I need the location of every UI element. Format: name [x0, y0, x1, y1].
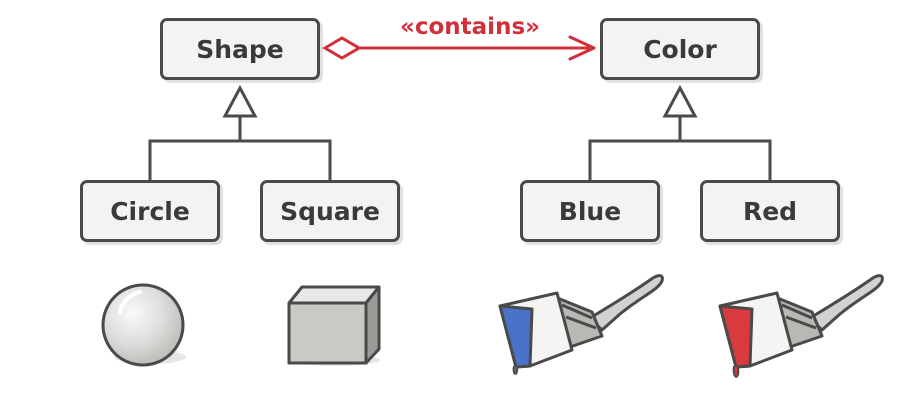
class-box-square: Square [260, 180, 400, 242]
class-box-shape: Shape [160, 18, 320, 80]
color-inheritance-connector [590, 88, 770, 180]
contains-association-arrow [325, 37, 594, 59]
class-box-blue: Blue [520, 180, 660, 242]
shape-inheritance-connector [150, 88, 330, 180]
class-box-color: Color [600, 18, 760, 80]
cube-icon [289, 287, 380, 366]
class-box-red: Red [700, 180, 840, 242]
red-paintbrush-icon [720, 276, 882, 377]
class-box-circle: Circle [80, 180, 220, 242]
blue-paintbrush-icon [500, 276, 662, 374]
sphere-icon [103, 285, 186, 365]
contains-association-label: «contains» [360, 14, 580, 40]
